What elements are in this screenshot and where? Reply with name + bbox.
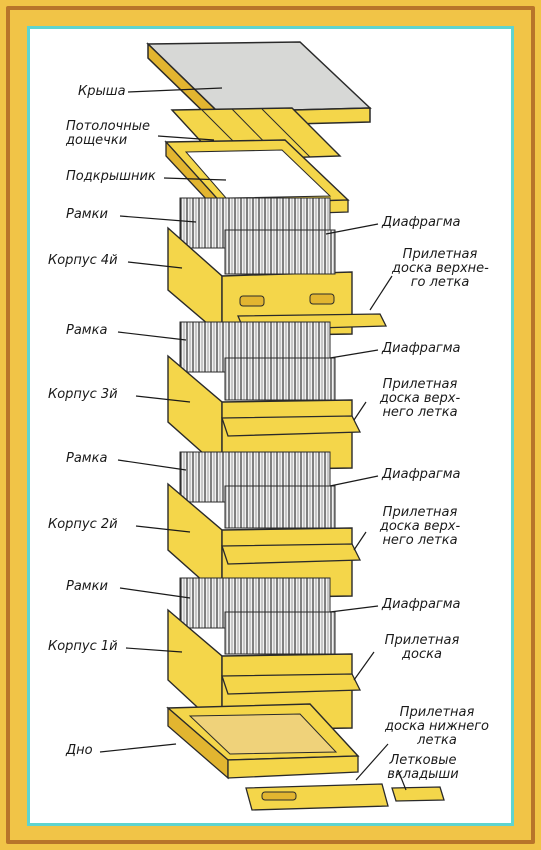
hive-bottom (166, 703, 445, 811)
label-bottom: Дно (66, 743, 93, 758)
label-ceiling-boards-2: дощечки (66, 133, 128, 148)
label-landing-2-1: Прилетная (382, 505, 458, 520)
label-under-roof: Подкрышник (66, 169, 156, 184)
label-inserts-2: вкладыши (387, 767, 459, 782)
label-frames-top: Рамки (66, 207, 108, 222)
label-landing-bottom-3: летка (417, 733, 457, 748)
label-landing-2-2: доска верх- (379, 519, 461, 534)
label-inserts-1: Летковые (389, 753, 457, 768)
label-roof: Крыша (78, 84, 126, 99)
label-landing-3-2: доска верх- (379, 391, 461, 406)
label-landing-1-2: доска (402, 647, 442, 662)
label-diaphragm-2: Диафрагма (382, 467, 461, 482)
label-frames-1: Рамки (66, 579, 108, 594)
label-body-4: Корпус 4й (48, 253, 118, 268)
hive-body-4 (167, 197, 388, 338)
label-landing-3-3: него летка (382, 405, 458, 420)
label-landing-3-1: Прилетная (382, 377, 458, 392)
label-landing-bottom-1: Прилетная (399, 705, 475, 720)
label-frame-2: Рамка (66, 451, 108, 466)
label-landing-2-3: него летка (382, 533, 458, 548)
leader-lines (99, 87, 407, 791)
label-diaphragm-4: Диафрагма (382, 215, 461, 230)
outer-frame (6, 6, 535, 844)
label-frame-3: Рамка (66, 323, 108, 338)
hive-body-3 (167, 321, 362, 472)
label-body-3: Корпус 3й (48, 387, 118, 402)
label-landing-1-1: Прилетная (384, 633, 460, 648)
label-landing-4-3: го летка (410, 275, 470, 290)
hive-body-2 (167, 451, 362, 600)
label-body-2: Корпус 2й (48, 517, 118, 532)
label-ceiling-boards-1: Потолочные (66, 119, 150, 134)
label-body-1: Корпус 1й (48, 639, 118, 654)
label-diaphragm-3: Диафрагма (382, 341, 461, 356)
label-landing-4-1: Прилетная (402, 247, 478, 262)
label-landing-bottom-2: доска нижнего (385, 719, 489, 734)
label-landing-4-2: доска верхне- (392, 261, 489, 276)
label-diaphragm-1: Диафрагма (382, 597, 461, 612)
